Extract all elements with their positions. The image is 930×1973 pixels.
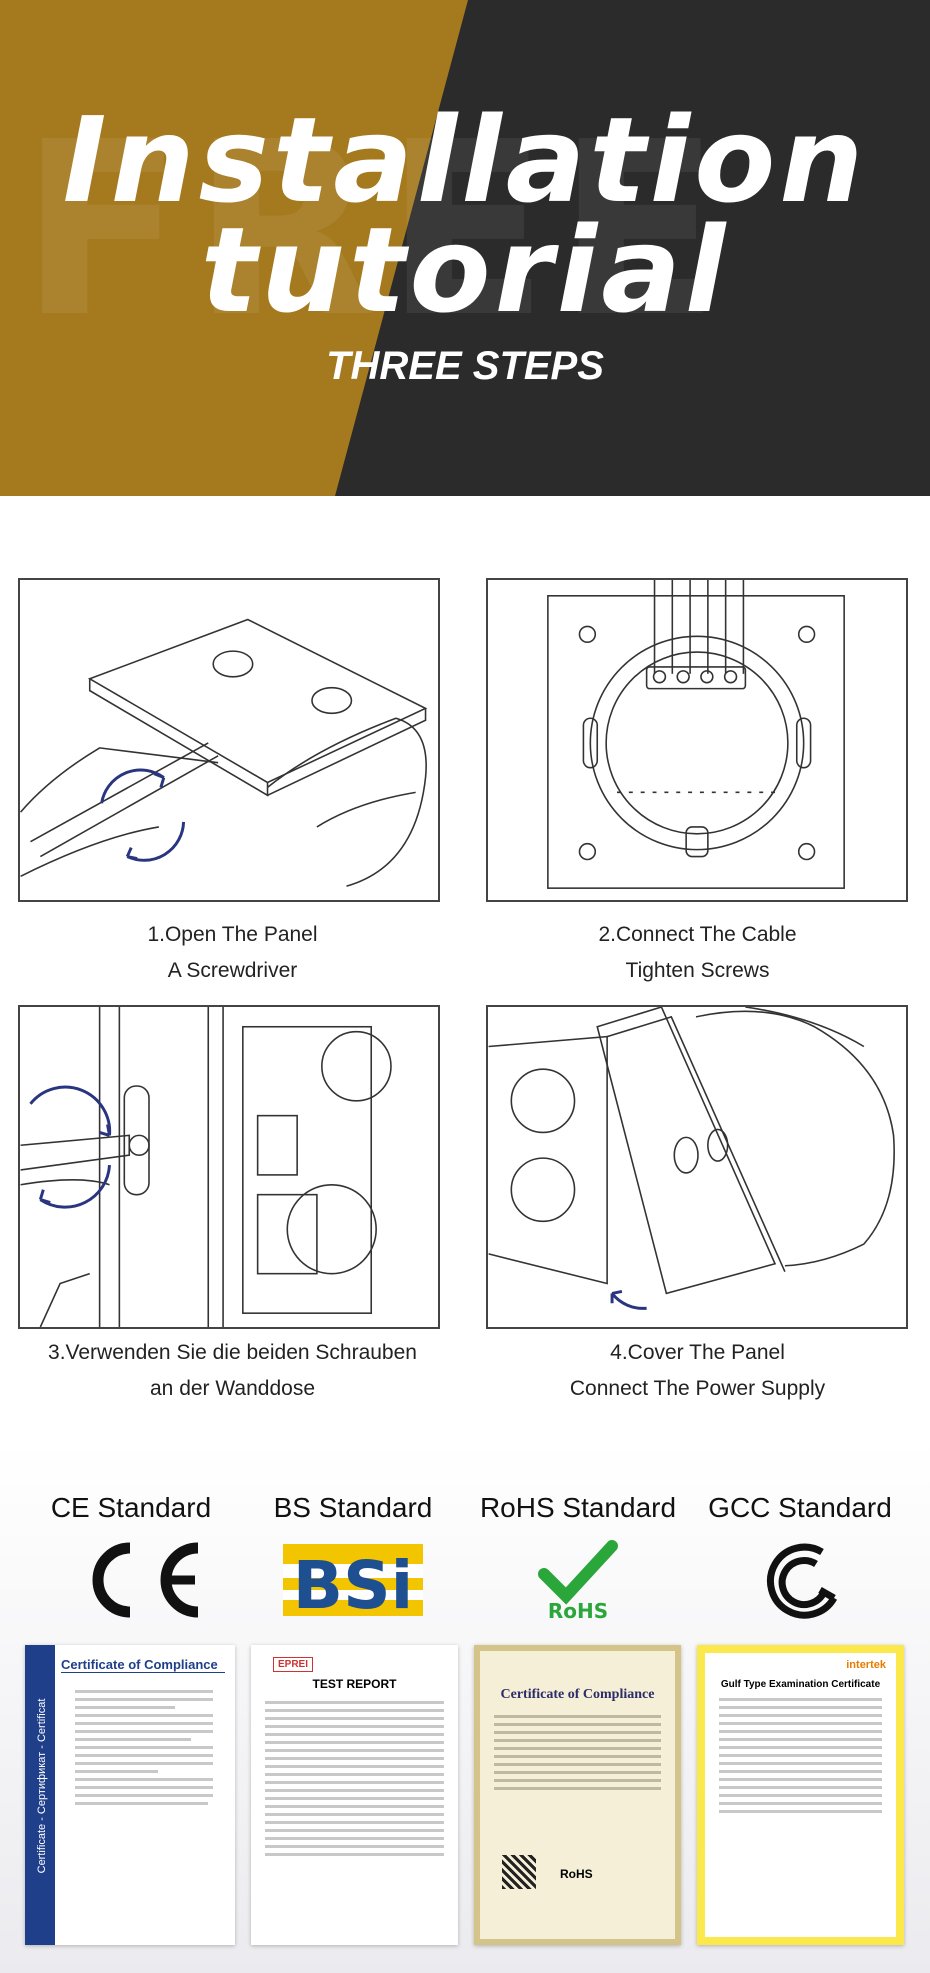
bsi-logo: BSi — [237, 1540, 469, 1624]
qr-code — [502, 1855, 536, 1889]
hero-subtitle: THREE STEPS — [326, 344, 604, 388]
rohs-logo-text: RoHS — [548, 1599, 608, 1620]
intertek-brand: intertek — [846, 1659, 886, 1671]
rohs-logo: RoHS — [462, 1540, 694, 1623]
hero-title-line1: Installation — [62, 91, 868, 229]
step3-subtitle: an der Wanddose — [150, 1377, 315, 1400]
hero-title-line2: tutorial — [200, 201, 730, 339]
step1-caption: 1.Open The Panel A Screwdriver — [0, 917, 465, 989]
step4-title: 4.Cover The Panel — [610, 1341, 785, 1364]
ce-logo — [15, 1540, 247, 1620]
gcc-certificate-title: Gulf Type Examination Certificate — [720, 1679, 881, 1690]
gcc-logo — [684, 1540, 916, 1620]
bs-report-title: TEST REPORT — [312, 1677, 397, 1691]
step1-subtitle: A Screwdriver — [167, 959, 298, 982]
ce-certificate: Certificate - Сертификат - Certificat Ce… — [25, 1645, 235, 1945]
gcc-standard-label: GCC Standard — [708, 1492, 892, 1523]
gcc-certificate: intertek Gulf Type Examination Certifica… — [697, 1645, 904, 1945]
hero-watermark-text: FREE — [20, 90, 729, 370]
ce-standard-label: CE Standard — [50, 1492, 212, 1523]
ce-certificate-title: Certificate of Compliance — [61, 1657, 225, 1673]
rohs-certificate: Certificate of Compliance RoHS — [474, 1645, 681, 1945]
step3-title: 3.Verwenden Sie die beiden Schrauben — [48, 1341, 417, 1364]
step3-illustration — [18, 1005, 440, 1329]
step2-illustration — [486, 578, 908, 902]
rohs-certificate-seal: RoHS — [560, 1867, 593, 1881]
bs-standard-label: BS Standard — [273, 1492, 433, 1523]
rohs-certificate-title: Certificate of Compliance — [500, 1687, 655, 1702]
step1-title: 1.Open The Panel — [147, 923, 318, 946]
bs-report-badge: EPREI — [273, 1657, 314, 1672]
step4-illustration — [486, 1005, 908, 1329]
bs-test-report: EPREI TEST REPORT — [251, 1645, 458, 1945]
rohs-standard-label: RoHS Standard — [479, 1492, 677, 1523]
bsi-logo-text: BSi — [293, 1547, 413, 1620]
ce-certificate-side-text: Certificate - Сертификат - Certificat — [36, 1698, 48, 1874]
step1-illustration — [18, 578, 440, 902]
step2-subtitle: Tighten Screws — [625, 959, 770, 982]
step2-caption: 2.Connect The Cable Tighten Screws — [465, 917, 930, 989]
step4-caption: 4.Cover The Panel Connect The Power Supp… — [465, 1335, 930, 1407]
step2-title: 2.Connect The Cable — [598, 923, 797, 946]
step4-subtitle: Connect The Power Supply — [569, 1377, 826, 1400]
hero-banner: FREE Installation tutorial THREE STEPS — [0, 0, 930, 496]
step3-caption: 3.Verwenden Sie die beiden Schrauben an … — [0, 1335, 465, 1407]
